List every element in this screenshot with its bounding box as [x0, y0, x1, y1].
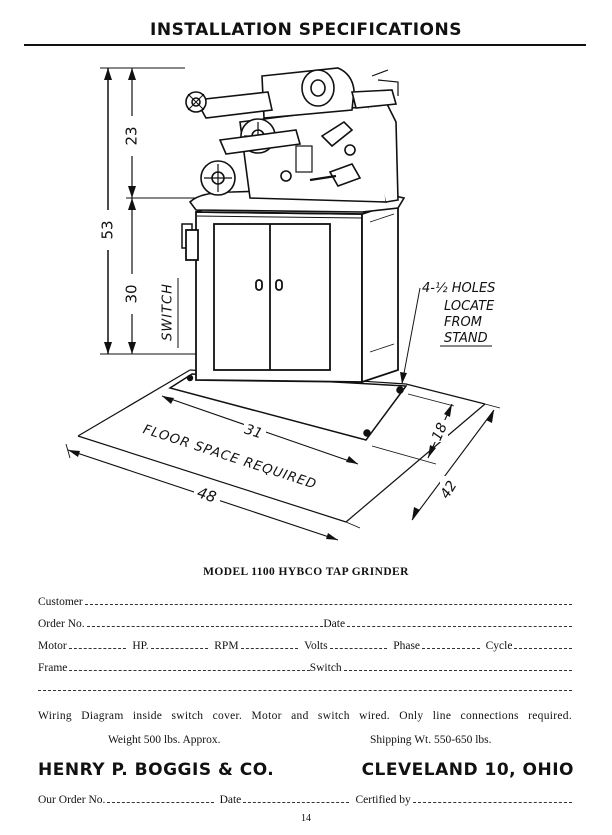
motor-field[interactable] — [68, 648, 127, 649]
blank-line[interactable] — [38, 690, 572, 691]
customer-field[interactable] — [84, 604, 572, 605]
weight-text: Weight 500 lbs. Approx. — [108, 734, 221, 746]
footer-date-field[interactable] — [243, 802, 350, 803]
company-city: CLEVELAND 10, OHIO — [361, 760, 574, 780]
page-title: INSTALLATION SPECIFICATIONS — [150, 20, 462, 40]
certified-by-label: Certified by — [355, 794, 411, 806]
frame-label: Frame — [38, 662, 68, 674]
stand-cabinet — [185, 199, 399, 384]
page-number: 14 — [301, 813, 311, 824]
dim-floor-width: 48 — [195, 483, 219, 506]
frame-field[interactable] — [69, 670, 310, 671]
hp-label: HP. — [132, 640, 149, 652]
switch-label: SWITCH — [161, 283, 176, 341]
model-caption: MODEL 1100 HYBCO TAP GRINDER — [203, 566, 409, 578]
dim-total-height: 53 — [99, 220, 117, 239]
customer-label: Customer — [38, 596, 83, 608]
certified-by-field[interactable] — [412, 802, 573, 803]
switch-field[interactable] — [343, 670, 572, 671]
dim-lower-height: 30 — [123, 284, 141, 303]
dim-stand-width: 31 — [242, 422, 264, 443]
office-use-form: Our Order No. Date Certified by — [38, 790, 573, 808]
order-no-field[interactable] — [86, 626, 324, 627]
shipping-weight-text: Shipping Wt. 550-650 lbs. — [370, 734, 492, 746]
tap-grinder-illustration: 53 23 30 SWITCH — [65, 67, 501, 541]
holes-note-line1: 4-½ HOLES — [422, 281, 495, 296]
holes-note-line4: STAND — [444, 331, 488, 346]
cycle-field[interactable] — [514, 648, 573, 649]
date-field[interactable] — [347, 626, 572, 627]
dim-stand-depth: 18 — [429, 421, 451, 444]
company-name: HENRY P. BOGGIS & CO. — [38, 760, 275, 780]
wiring-note: Wiring Diagram inside switch cover. Moto… — [38, 710, 572, 722]
volts-label: Volts — [304, 640, 328, 652]
phase-label: Phase — [393, 640, 421, 652]
floor-space-label: FLOOR SPACE REQUIRED — [141, 422, 319, 492]
holes-note-line3: FROM — [444, 315, 482, 330]
volts-field[interactable] — [329, 648, 388, 649]
our-order-no-field[interactable] — [107, 802, 214, 803]
height-dimension: 53 23 30 — [99, 67, 200, 355]
order-no-label: Order No. — [38, 618, 85, 630]
order-form: Customer Order No. Date Motor HP. RPM Vo… — [38, 592, 573, 712]
holes-note-line2: LOCATE — [444, 299, 495, 314]
hp-field[interactable] — [150, 648, 209, 649]
rpm-field[interactable] — [240, 648, 299, 649]
grinder-machine — [185, 67, 406, 213]
rpm-label: RPM — [214, 640, 239, 652]
our-order-no-label: Our Order No. — [38, 794, 106, 806]
stand-depth-dimension: 18 — [371, 393, 455, 465]
date-label: Date — [323, 618, 346, 630]
order-row: Order No. Date — [38, 614, 572, 630]
motor-label: Motor — [38, 640, 67, 652]
switch-field-label: Switch — [309, 662, 342, 674]
holes-callout: 4-½ HOLES LOCATE FROM STAND — [400, 281, 495, 385]
motor-row: Motor HP. RPM Volts Phase Cycle — [38, 636, 573, 652]
dim-upper-height: 23 — [123, 126, 141, 145]
office-use-row: Our Order No. Date Certified by — [38, 790, 573, 806]
frame-row: Frame Switch — [38, 658, 572, 674]
floor-width-dimension: 48 — [65, 443, 339, 541]
customer-row: Customer — [38, 592, 572, 608]
title-rule — [24, 44, 586, 46]
phase-field[interactable] — [422, 648, 480, 649]
cycle-label: Cycle — [485, 640, 513, 652]
stand-width-dimension: 31 — [161, 395, 359, 465]
floor-depth-dimension: 42 — [345, 403, 501, 529]
stand-base — [168, 373, 408, 441]
footer-date-label: Date — [219, 794, 242, 806]
